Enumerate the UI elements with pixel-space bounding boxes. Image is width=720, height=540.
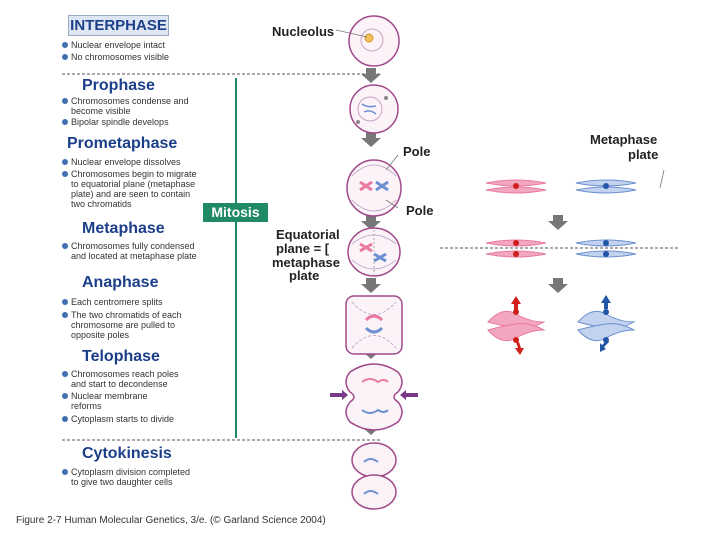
anaphase-cell [345,295,403,355]
interphase-title: INTERPHASE [68,15,169,36]
prometaphase-title: Prometaphase [67,135,178,152]
metaphase-bullet-1-cont: and located at metaphase plate [71,251,197,261]
telophase-bullet-2-cont: reforms [71,401,102,411]
cytokinesis-cells [351,442,397,510]
prometaphase-bullet-2-cont-3: two chromatids [71,199,132,209]
anaphase-bullet-2: The two chromatids of each [62,310,182,320]
prophase-title: Prophase [82,77,155,94]
equatorial-label-line-4: plate [289,268,320,283]
prometaphase-cell [346,154,402,217]
detail-chromosome-blue-2 [575,239,637,258]
pole-label-bottom: Pole [406,203,434,218]
stage-separators [62,73,680,441]
interphase-bullet-2: No chromosomes visible [62,52,169,62]
metaphase-cell [347,227,401,277]
prophase-bullet-2: Bipolar spindle develops [62,117,169,127]
interphase-bullet-1: Nuclear envelope intact [62,40,165,50]
detail-chromosome-pink-1 [485,179,547,194]
telophase-title: Telophase [82,348,160,365]
interphase-cell [335,15,400,67]
cytokinesis-title: Cytokinesis [82,445,172,462]
detail-chromatids-blue-separating [577,295,636,352]
nucleolus-label: Nucleolus [272,24,335,39]
equatorial-label-line-3: metaphase [272,255,340,270]
anaphase-title: Anaphase [82,274,159,291]
telophase-bullet-2: Nuclear membrane [62,391,148,401]
cytokinesis-bullet-1: Cytoplasm division completed [62,467,190,477]
mitosis-label: Mitosis [203,203,268,222]
anaphase-bullet-2-cont-2: opposite poles [71,330,130,340]
metaphase-plate-label-line-1: Metaphase [590,132,658,147]
equatorial-label-line-1: Equatorial [276,227,340,242]
prometaphase-bullet-2-cont-2: plate) and are seen to contain [71,189,191,199]
prophase-bullet-1-cont: become visible [71,106,131,116]
telophase-bullet-1: Chromosomes reach poles [62,369,179,379]
prometaphase-bullet-2: Chromosomes begin to migrate [62,169,197,179]
telophase-bullet-3: Cytoplasm starts to divide [62,414,174,424]
nucleolus-dot [364,33,374,43]
anaphase-bullet-1: Each centromere splits [62,297,163,307]
equatorial-label-line-2: plane = [ [276,241,330,256]
pole-label-top: Pole [403,144,431,159]
figure-caption: Figure 2-7 Human Molecular Genetics, 3/e… [16,515,326,526]
metaphase-plate-label-line-2: plate [628,147,659,162]
prometaphase-bullet-1: Nuclear envelope dissolves [62,157,181,167]
detail-chromosome-blue-1 [575,179,637,194]
prometaphase-bullet-2-cont-1: to equatorial plane (metaphase [71,179,196,189]
detail-chromatids-pink-separating [487,296,546,355]
prophase-cell [349,84,399,134]
telophase-bullet-1-cont: and start to decondense [71,379,168,389]
metaphase-title: Metaphase [82,220,165,237]
detail-chromosome-pink-2 [485,239,547,258]
metaphase-bullet-1: Chromosomes fully condensed [62,241,195,251]
anaphase-bullet-2-cont-1: chromosome are pulled to [71,320,176,330]
cytokinesis-bullet-1-cont: to give two daughter cells [71,477,173,487]
telophase-cell [330,363,418,431]
prophase-bullet-1: Chromosomes condense and [62,96,189,106]
